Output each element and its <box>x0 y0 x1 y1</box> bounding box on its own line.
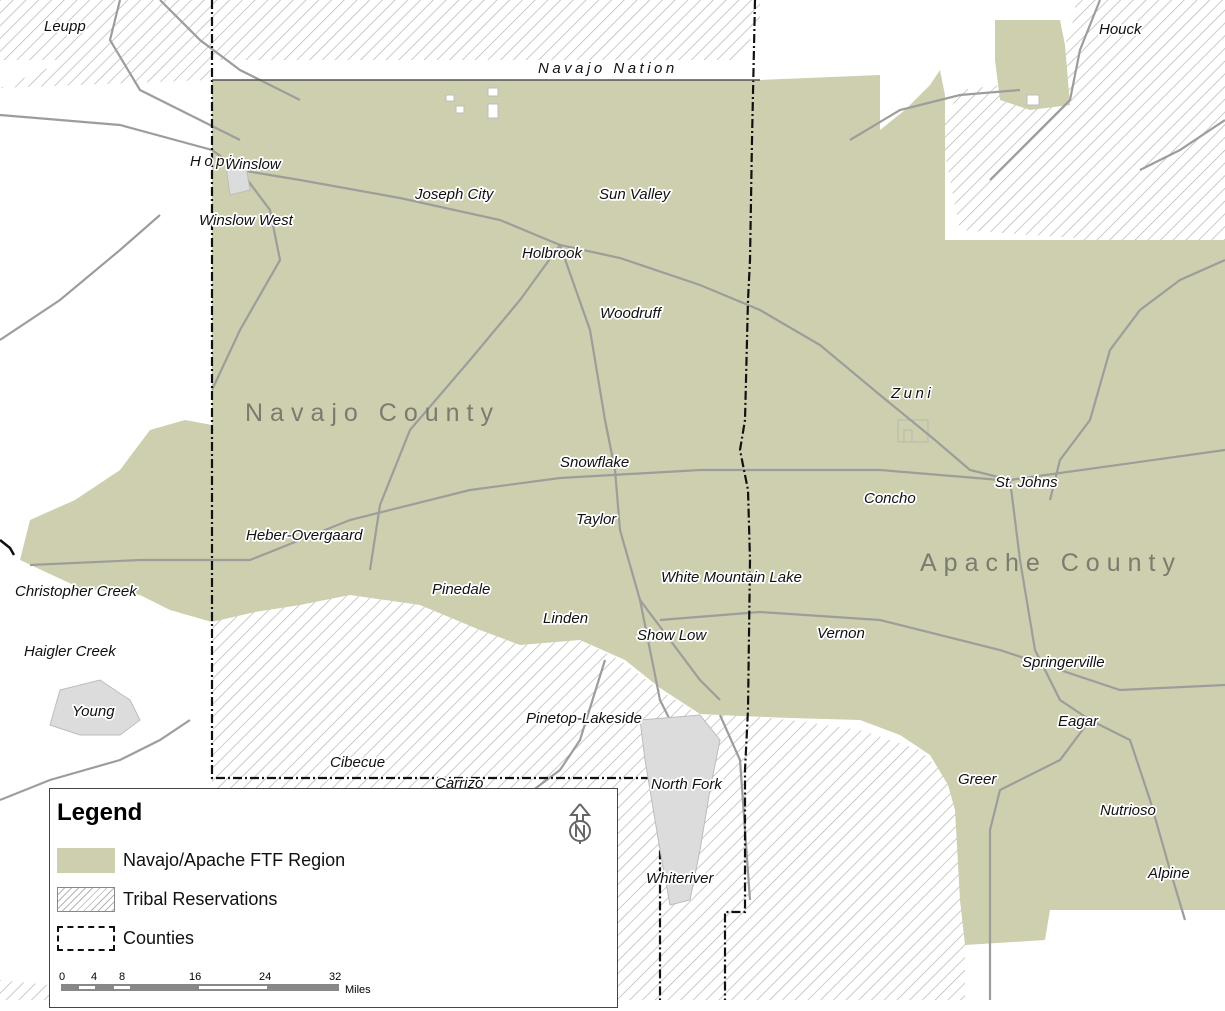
ftf-swatch <box>57 847 115 873</box>
place-label: Linden <box>543 610 588 627</box>
place-label: Cibecue <box>330 754 385 771</box>
place-label: Haigler Creek <box>24 643 117 660</box>
place-label: Joseph City <box>414 186 495 203</box>
scale-bar: 0 4 8 16 24 32 Miles <box>59 971 371 996</box>
tribal-label-zuni: Zuni <box>890 385 934 402</box>
place-label: Houck <box>1099 21 1143 38</box>
place-label: Sun Valley <box>599 186 672 203</box>
place-label: Leupp <box>44 18 86 35</box>
legend: Legend Navajo/Apache FTF Region Tribal R… <box>49 788 618 1008</box>
place-label: Whiteriver <box>646 870 715 887</box>
scale-tick: 16 <box>189 971 201 983</box>
region-label-navajo-county: Navajo County <box>245 399 500 427</box>
place-label: Concho <box>864 490 916 507</box>
place-label: Vernon <box>817 625 865 642</box>
legend-item-ftf-region: Navajo/Apache FTF Region <box>57 846 345 874</box>
place-label: Alpine <box>1147 865 1190 882</box>
place-label: Pinetop-Lakeside <box>526 710 642 727</box>
county-swatch <box>57 925 115 951</box>
scale-tick: 4 <box>91 971 97 983</box>
legend-item-label: Navajo/Apache FTF Region <box>123 849 346 870</box>
scale-unit: Miles <box>345 984 371 996</box>
place-label: Heber-Overgaard <box>246 527 363 544</box>
place-label: Snowflake <box>560 454 629 471</box>
legend-item-counties: Counties <box>57 924 194 952</box>
tribal-label-navajo-nation: Navajo Nation <box>538 60 678 77</box>
place-label: Springerville <box>1022 654 1105 671</box>
ftf-region <box>20 70 1225 945</box>
place-label: Winslow West <box>199 212 294 229</box>
legend-item-tribal: Tribal Reservations <box>57 885 277 913</box>
place-label: North Fork <box>651 776 723 793</box>
legend-title: Legend <box>57 799 143 826</box>
place-label: Show Low <box>637 627 707 644</box>
tribal-label-hopi: Hopi <box>190 153 235 170</box>
north-arrow-icon <box>568 803 592 844</box>
scale-tick: 24 <box>259 971 271 983</box>
scale-tick: 8 <box>119 971 125 983</box>
place-label: Christopher Creek <box>15 583 138 600</box>
legend-item-label: Counties <box>123 927 195 948</box>
place-labels: Leupp Houck Winslow Winslow West Joseph … <box>13 16 1191 889</box>
scale-tick: 32 <box>329 971 341 983</box>
place-label: White Mountain Lake <box>661 569 802 586</box>
place-label: Taylor <box>576 511 617 528</box>
place-label: Greer <box>958 771 997 788</box>
scale-tick: 0 <box>59 971 65 983</box>
place-label: Young <box>72 703 115 720</box>
place-label: Nutrioso <box>1100 802 1156 819</box>
region-label-apache-county: Apache County <box>920 549 1182 577</box>
place-label: Woodruff <box>600 305 663 322</box>
place-label: Eagar <box>1058 713 1099 730</box>
place-label: Pinedale <box>432 581 490 598</box>
hatch-swatch <box>57 886 115 912</box>
place-label: Holbrook <box>522 245 584 262</box>
place-label: Winslow <box>225 156 282 173</box>
legend-item-label: Tribal Reservations <box>123 888 278 909</box>
place-label: St. Johns <box>995 474 1058 491</box>
